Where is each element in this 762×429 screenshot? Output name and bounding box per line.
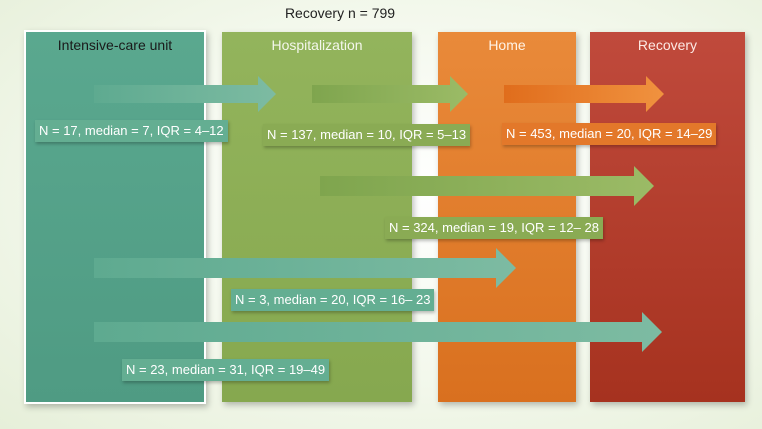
label-hospitalization-to-recovery: N = 324, median = 19, IQR = 12– 28 bbox=[385, 217, 603, 239]
label-icu-to-hospitalization: N = 17, median = 7, IQR = 4–12 bbox=[35, 120, 228, 142]
arrow-icu-to-recovery bbox=[94, 312, 662, 352]
label-icu-to-home: N = 3, median = 20, IQR = 16– 23 bbox=[231, 289, 435, 311]
column-home-title: Home bbox=[488, 37, 526, 53]
column-recovery-title: Recovery bbox=[637, 37, 698, 53]
arrow-hospitalization-to-recovery bbox=[320, 166, 654, 206]
diagram-title: Recovery n = 799 bbox=[284, 5, 396, 21]
label-hospitalization-to-home: N = 137, median = 10, IQR = 5–13 bbox=[263, 124, 471, 146]
arrow-home-to-recovery bbox=[504, 76, 664, 112]
label-home-to-recovery: N = 453, median = 20, IQR = 14–29 bbox=[502, 123, 717, 145]
column-icu-title: Intensive-care unit bbox=[57, 37, 173, 53]
arrow-hospitalization-to-home bbox=[312, 76, 468, 112]
label-icu-to-recovery: N = 23, median = 31, IQR = 19–49 bbox=[122, 359, 330, 381]
arrow-icu-to-home bbox=[94, 248, 516, 288]
column-hospitalization-title: Hospitalization bbox=[271, 37, 363, 53]
arrow-icu-to-hospitalization bbox=[94, 76, 276, 112]
